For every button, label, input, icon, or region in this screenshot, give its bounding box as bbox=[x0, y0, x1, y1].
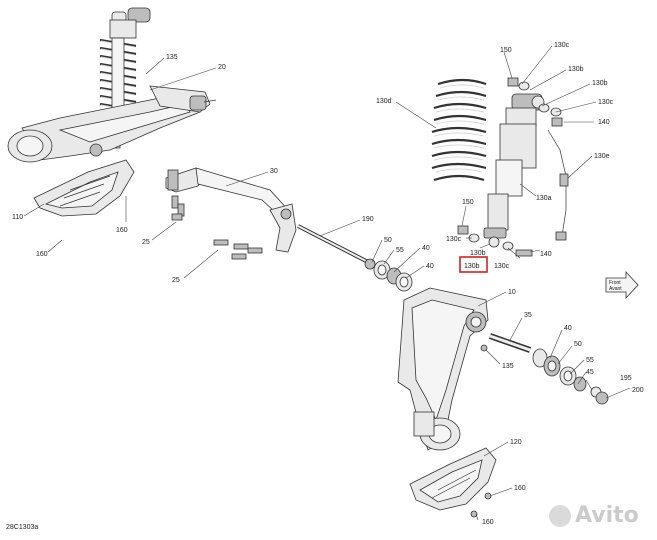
callout-55-b: 55 bbox=[586, 357, 594, 364]
right-skid-plate-120 bbox=[409, 447, 497, 518]
avito-watermark: Avito bbox=[549, 503, 639, 528]
callout-135-top: 135 bbox=[166, 54, 178, 61]
callout-140-low: 140 bbox=[540, 251, 552, 258]
callout-40-b: 40 bbox=[426, 263, 434, 270]
pivot-shaft-35 bbox=[480, 333, 531, 353]
callout-160-left-a: 160 bbox=[116, 227, 128, 234]
callout-130b-highlighted: 130b bbox=[464, 263, 480, 270]
reservoir-hose-130e bbox=[547, 129, 569, 241]
avito-logo-icon bbox=[549, 504, 571, 527]
callout-50-b: 50 bbox=[574, 341, 582, 348]
highlight-box-130b bbox=[459, 256, 488, 273]
callout-160-right-b: 160 bbox=[482, 519, 494, 526]
left-swing-arm bbox=[7, 85, 217, 163]
sway-bar-link bbox=[165, 167, 297, 253]
callout-130c-top: 130c bbox=[554, 42, 570, 49]
callout-130b-low: 130b bbox=[470, 250, 486, 257]
callout-150-low: 150 bbox=[462, 199, 474, 206]
right-swing-arm-10 bbox=[397, 287, 489, 451]
callout-150-top: 150 bbox=[500, 47, 512, 54]
callout-130b-top: 130b bbox=[568, 66, 584, 73]
callout-195: 195 bbox=[620, 375, 632, 382]
callout-35: 35 bbox=[524, 312, 532, 319]
right-coil-spring-130d bbox=[431, 78, 487, 182]
callout-10: 10 bbox=[508, 289, 516, 296]
callout-160-left-b: 160 bbox=[36, 251, 48, 258]
callout-45: 45 bbox=[586, 369, 594, 376]
watermark-text: Avito bbox=[575, 503, 639, 528]
callout-130d: 130d bbox=[376, 98, 392, 105]
callout-190: 190 bbox=[362, 216, 374, 223]
long-bolt-190 bbox=[297, 224, 376, 270]
callout-130c-bottom: 130c bbox=[494, 263, 510, 270]
bolts-25 bbox=[171, 195, 263, 260]
callout-130b-mid: 130b bbox=[592, 80, 608, 87]
callout-130c-mid: 130c bbox=[598, 99, 614, 106]
bearing-stack bbox=[532, 348, 609, 405]
right-shock-absorber-130a bbox=[483, 93, 545, 248]
diagram-reference-code: 28C1303a bbox=[6, 524, 39, 531]
callout-30: 30 bbox=[270, 168, 278, 175]
callout-25-b: 25 bbox=[172, 277, 180, 284]
callout-160-right-a: 160 bbox=[514, 485, 526, 492]
front-direction-arrow-icon: Front Avant bbox=[605, 270, 639, 300]
callout-40-c: 40 bbox=[564, 325, 572, 332]
callout-130a: 130a bbox=[536, 195, 552, 202]
callout-200: 200 bbox=[632, 387, 644, 394]
callout-140-top: 140 bbox=[598, 119, 610, 126]
callout-120: 120 bbox=[510, 439, 522, 446]
callout-20: 20 bbox=[218, 64, 226, 71]
svg-text:Avant: Avant bbox=[609, 286, 622, 292]
bushings-40-55 bbox=[373, 260, 413, 292]
front-label: Front bbox=[609, 280, 621, 286]
callout-25-a: 25 bbox=[142, 239, 150, 246]
callout-labels: 135 20 30 110 160 160 25 25 190 50 55 40… bbox=[12, 42, 644, 526]
callout-135-low: 135 bbox=[502, 363, 514, 370]
left-skid-plate bbox=[33, 159, 135, 217]
shock-hardware-bottom bbox=[457, 225, 533, 257]
callout-130e: 130e bbox=[594, 153, 610, 160]
callout-130c-low: 130c bbox=[446, 236, 462, 243]
callout-40-a: 40 bbox=[422, 245, 430, 252]
callout-110: 110 bbox=[12, 214, 23, 221]
leader-lines bbox=[23, 45, 631, 521]
callout-50-a: 50 bbox=[384, 237, 392, 244]
shock-hardware-top bbox=[507, 77, 563, 127]
callout-55-a: 55 bbox=[396, 247, 404, 254]
